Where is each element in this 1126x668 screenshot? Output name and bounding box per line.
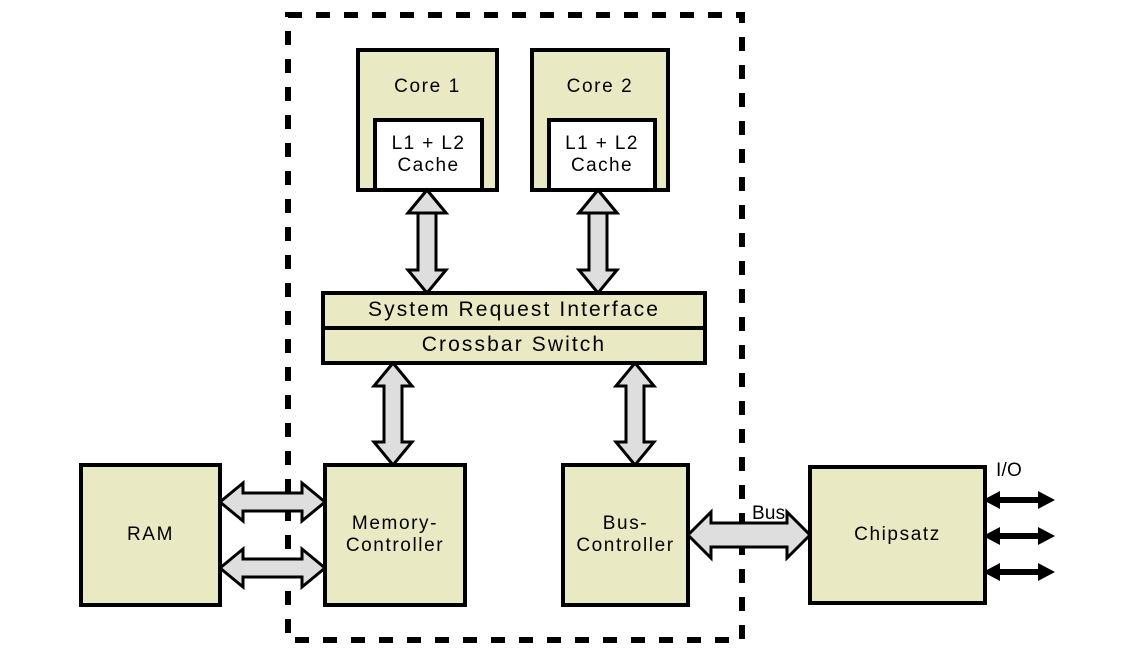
arrow-crossbar-to-bus-controller [612,360,658,468]
arrow-ram-to-memory-controller-lower [217,545,328,591]
io-arrow-group [983,491,1055,581]
io-arrow-3 [983,563,1055,581]
arrow-crossbar-to-memory-controller [370,360,416,468]
block-bus-controller[interactable] [561,463,690,607]
block-memory-controller[interactable] [323,463,467,607]
io-arrow-1 [983,491,1055,509]
arrow-ram-to-memory-controller-upper [217,479,328,525]
io-arrow-2 [983,527,1055,545]
block-system-request-interface[interactable] [321,291,707,330]
block-cache-core-2[interactable] [547,118,657,192]
block-ram[interactable] [79,463,222,607]
arrow-bus-controller-to-chipset [685,508,813,562]
block-chipset[interactable] [808,465,987,605]
cpu-die-boundary [285,12,745,643]
block-crossbar-switch[interactable] [321,326,707,365]
arrowhead-core1-up [404,187,450,215]
block-cache-core-1[interactable] [373,118,484,192]
arrowhead-core2-up [575,187,621,215]
